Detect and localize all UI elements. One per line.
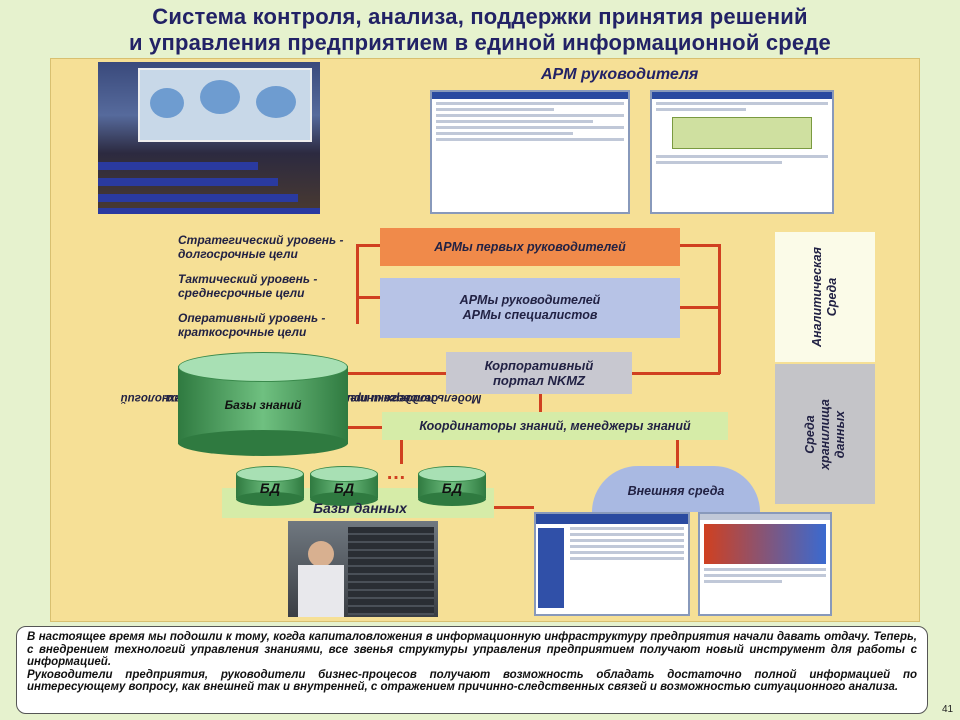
box-first-managers: АРМы первых руководителей bbox=[380, 228, 680, 266]
arrow-levels-vertical bbox=[356, 244, 359, 324]
page-title-line2: и управления предприятием в единой инфор… bbox=[129, 30, 831, 55]
page-number: 41 bbox=[942, 704, 954, 715]
knowledge-base-cylinder: Базы знаний bbox=[178, 352, 348, 456]
arrow-levels-to-first bbox=[356, 244, 380, 247]
page-title-line1: Система контроля, анализа, поддержки при… bbox=[152, 4, 808, 29]
level-operational: Оперативный уровень -краткосрочные цели bbox=[178, 311, 326, 339]
external-environment-label: Внешняя среда bbox=[627, 483, 725, 498]
arrow-coordinators-db bbox=[400, 440, 403, 464]
db-ellipsis: … bbox=[386, 462, 406, 484]
arrow-portal-coordinators bbox=[539, 394, 542, 412]
screenshot-apm-2 bbox=[650, 90, 834, 214]
level-tactical: Тактический уровень -среднесрочные цели bbox=[178, 272, 318, 300]
vertical-caption: Модель поддержки принятия решений на осн… bbox=[120, 392, 482, 404]
databases-label: Базы данных bbox=[313, 499, 407, 516]
footer-paragraph-1: В настоящее время мы подошли к тому, ког… bbox=[27, 631, 917, 669]
arrow-first-right bbox=[680, 244, 720, 247]
knowledge-base-label: Базы знаний bbox=[224, 398, 302, 412]
footer-textbox: В настоящее время мы подошли к тому, ког… bbox=[16, 626, 928, 714]
screenshot-portal-2 bbox=[698, 512, 832, 616]
arrow-levels-to-managers bbox=[356, 296, 380, 299]
arrow-coordinators-external bbox=[676, 440, 679, 468]
conference-photo bbox=[98, 62, 320, 214]
arrow-db-screens bbox=[494, 506, 534, 509]
arrow-kb-portal bbox=[348, 372, 446, 375]
footer-paragraph-2: Руководители предприятия, руководители б… bbox=[27, 668, 917, 694]
screenshot-portal-1 bbox=[534, 512, 690, 616]
level-strategic: Стратегический уровень -долгосрочные цел… bbox=[178, 233, 344, 261]
db-cylinder-3: БД bbox=[418, 466, 486, 506]
db-cylinder-1: БД bbox=[236, 466, 304, 506]
external-environment bbox=[592, 466, 760, 512]
presentation-screen bbox=[138, 68, 312, 142]
apm-title: АРМ руководителя bbox=[541, 66, 699, 83]
db-cylinder-2: БД bbox=[310, 466, 378, 506]
screenshot-apm-1 bbox=[430, 90, 630, 214]
arrow-portal-right bbox=[632, 372, 720, 375]
arrow-coordinators-kb bbox=[348, 426, 382, 429]
box-coordinators: Координаторы знаний, менеджеры знаний bbox=[382, 412, 728, 440]
server-room-photo bbox=[288, 521, 438, 617]
arrow-managers-right bbox=[680, 306, 720, 309]
arrow-right-bus bbox=[718, 244, 721, 374]
